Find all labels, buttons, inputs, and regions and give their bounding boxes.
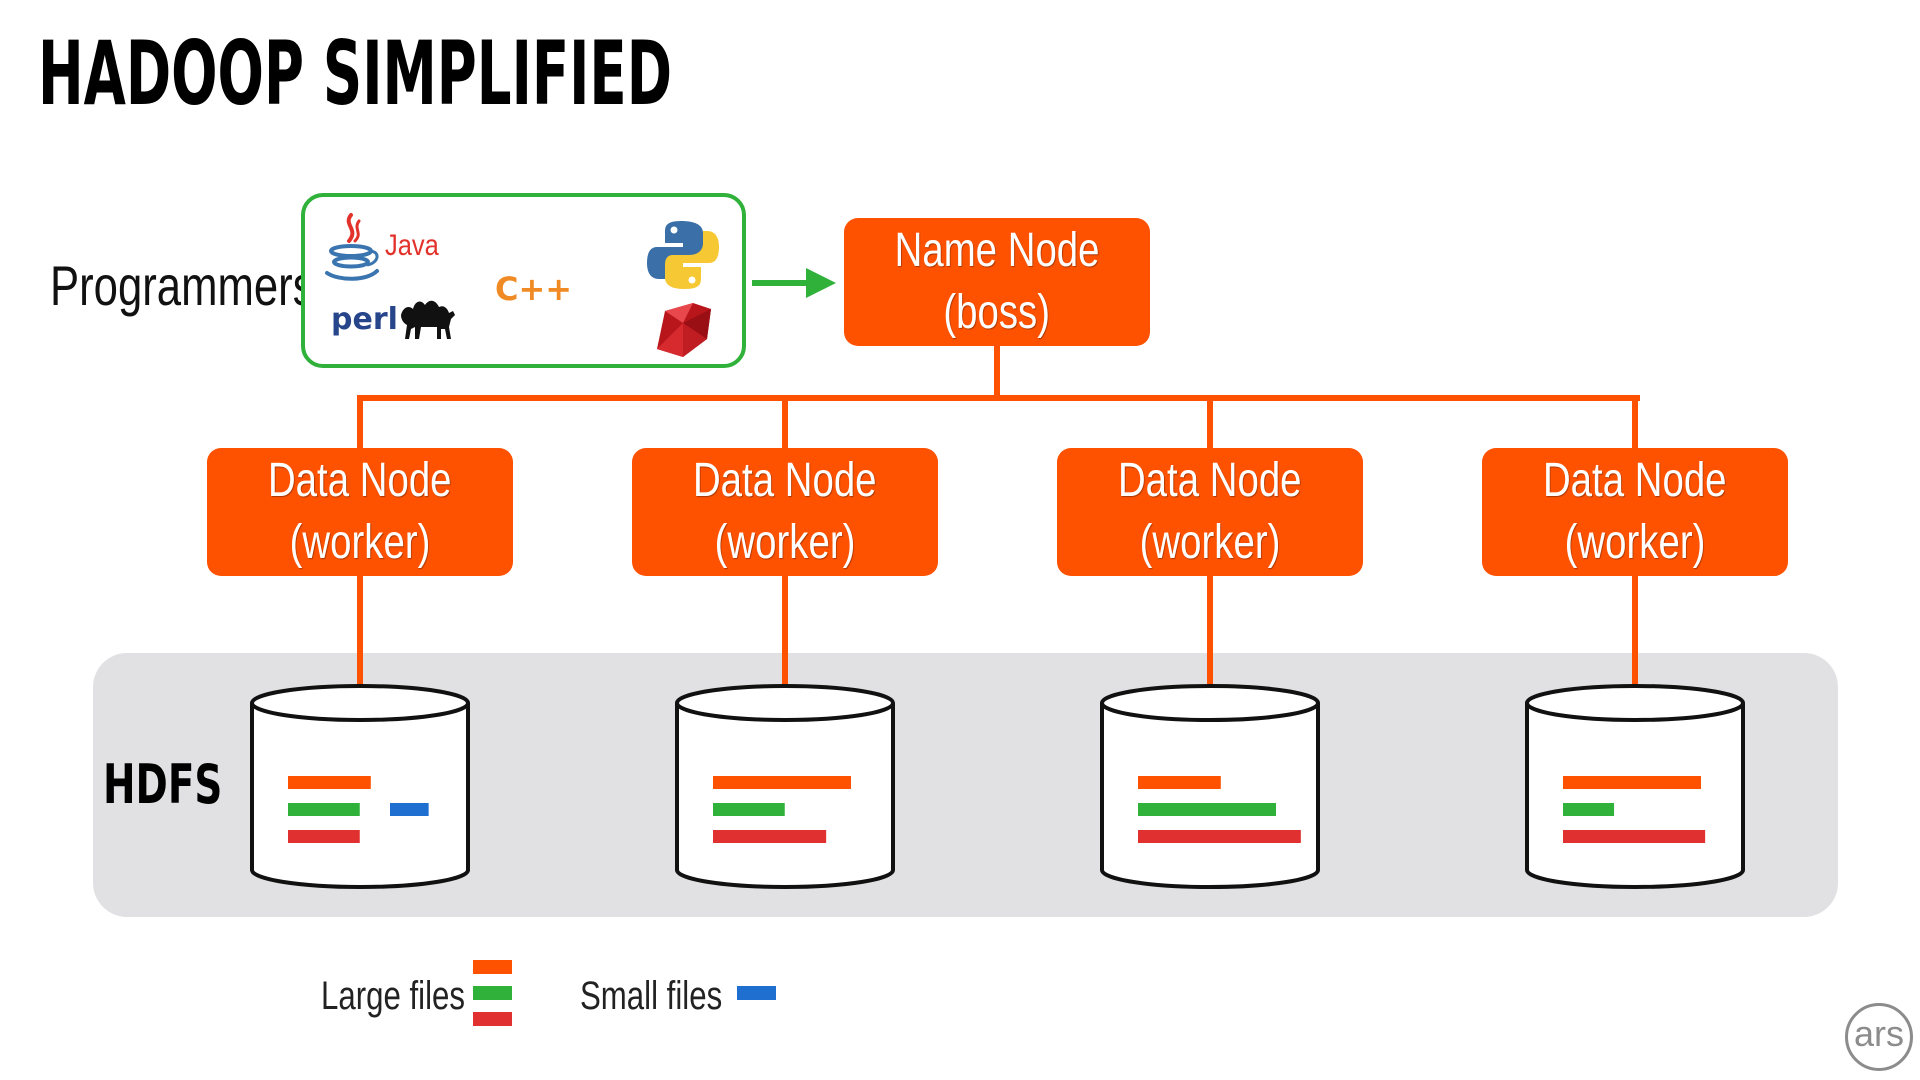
arrow-head [806,268,836,298]
large-file-bar [1563,803,1615,816]
name-node: Name Node (boss) [844,218,1150,346]
programming-languages-box: Java perl C++ [301,193,746,368]
data-node-2: Data Node (worker) [632,448,938,576]
ruby-icon [657,303,711,357]
large-file-bar [1138,803,1276,816]
large-file-bar [1563,776,1701,789]
data-node-3: Data Node (worker) [1057,448,1363,576]
large-file-bar [288,776,371,789]
data-node-title: Data Node [1543,454,1727,507]
data-node-role: (worker) [1139,516,1281,569]
java-icon [325,213,379,281]
data-node-1: Data Node (worker) [207,448,513,576]
ars-logo: ars [1845,1003,1913,1071]
legend-small-files-label: Small files [580,974,723,1018]
disk-top [675,684,895,722]
data-node-role: (worker) [1564,516,1706,569]
large-file-bar [288,830,360,843]
hdfs-label: HDFS [103,753,223,816]
legend-large-swatch-orange [473,960,512,974]
disk-top [1100,684,1320,722]
disk-cylinders [250,684,1745,889]
small-file-bar [390,803,429,816]
disk-top [250,684,470,722]
data-node-role: (worker) [289,516,431,569]
slide-title: HADOOP SIMPLIFIED [38,22,672,125]
disk-body [675,703,895,889]
python-icon [647,221,719,289]
disk-body [1525,703,1745,889]
large-file-bar [1138,776,1221,789]
programmers-label: Programmers [50,254,315,317]
legend-small-swatch-blue [737,986,776,1000]
name-node-title: Name Node [894,224,1100,277]
data-node-4: Data Node (worker) [1482,448,1788,576]
data-node-title: Data Node [268,454,452,507]
data-node-title: Data Node [1118,454,1302,507]
data-node-role: (worker) [714,516,856,569]
disk-4 [1525,684,1745,889]
large-file-bar [713,776,851,789]
programmers-arrow [752,268,836,298]
data-node-title: Data Node [693,454,877,507]
disk-2 [675,684,895,889]
large-file-bar [1138,830,1301,843]
disk-1 [250,684,470,889]
perl-label: perl [331,302,398,337]
name-node-role: (boss) [943,286,1051,339]
large-file-bar [713,803,785,816]
disk-body [1100,703,1320,889]
perl-camel-icon [401,300,455,339]
legend-large-files-label: Large files [321,974,465,1018]
disk-3 [1100,684,1320,889]
large-file-bar [288,803,360,816]
large-file-bar [713,830,827,843]
disk-top [1525,684,1745,722]
disk-drops [357,576,1638,686]
cpp-label: C++ [495,270,573,308]
java-label: Java [385,229,439,262]
legend-large-swatch-red [473,1012,512,1026]
disk-body [250,703,470,889]
large-file-bar [1563,830,1706,843]
legend-large-swatch-green [473,986,512,1000]
tree-connectors [357,346,1640,448]
